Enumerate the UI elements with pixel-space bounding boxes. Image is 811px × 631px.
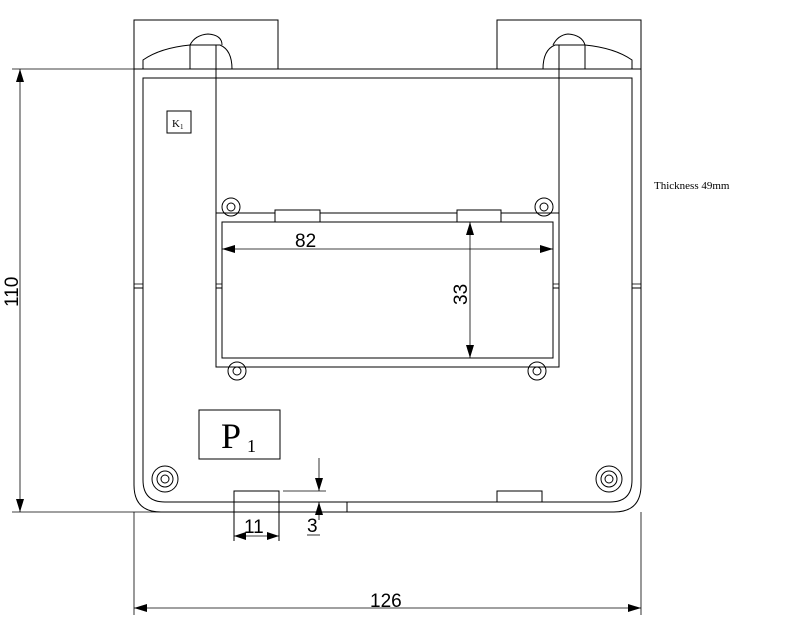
p1-subscript: 1 <box>247 436 256 456</box>
dimension-foot-width: 11 <box>234 517 279 540</box>
window-frame <box>215 209 560 368</box>
dimension-window-height: 33 <box>451 222 474 358</box>
screw-hole-mid-left <box>227 361 247 381</box>
bottom-feet <box>233 490 543 541</box>
inner-columns <box>215 69 560 213</box>
body-outline <box>133 68 642 513</box>
screw-hole-mid-right <box>527 361 547 381</box>
dimension-overall-height: 110 <box>2 68 161 513</box>
dim-label-126: 126 <box>370 591 402 612</box>
dim-label-33: 33 <box>451 284 472 305</box>
k1-subscript: 1 <box>180 123 184 131</box>
k1-label-box: K 1 <box>166 110 192 134</box>
right-mounting-tab <box>496 19 642 70</box>
dim-label-3: 3 <box>307 516 318 537</box>
thickness-note: Thickness 49mm <box>654 180 730 192</box>
screw-hole-top-right <box>534 197 554 217</box>
screw-hole-top-left <box>221 197 241 217</box>
left-mounting-tab <box>133 19 279 70</box>
dim-label-82: 82 <box>295 231 316 252</box>
p1-label: P <box>221 416 241 456</box>
dimension-overall-width: 126 <box>133 512 642 615</box>
mount-hole-bottom-right <box>595 465 623 493</box>
k1-label: K <box>172 118 180 130</box>
dimension-foot-height: 3 <box>283 458 326 537</box>
p1-label-box: P 1 <box>198 409 281 460</box>
dim-label-110: 110 <box>2 277 23 307</box>
dimension-window-width: 82 <box>222 231 553 253</box>
mount-hole-bottom-left <box>151 465 179 493</box>
dim-label-11: 11 <box>244 517 264 538</box>
